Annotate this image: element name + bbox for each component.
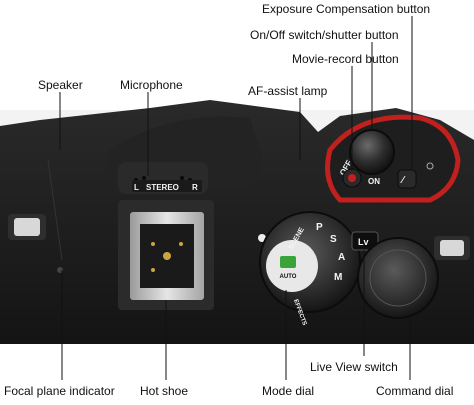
label-exposure-compensation: Exposure Compensation button xyxy=(262,2,431,16)
exposure-compensation-icon: ∕ xyxy=(400,175,406,186)
mode-m-marking: M xyxy=(334,272,342,283)
label-command-dial: Command dial xyxy=(376,384,454,398)
lv-marking: Lv xyxy=(358,237,369,247)
auto-mode-icon xyxy=(280,256,296,268)
label-mode-dial: Mode dial xyxy=(262,384,315,398)
stereo-marking: STEREO xyxy=(146,183,179,192)
label-speaker: Speaker xyxy=(38,78,83,92)
label-hot-shoe: Hot shoe xyxy=(140,384,189,398)
label-live-view-switch: Live View switch xyxy=(310,360,398,374)
live-view-switch[interactable] xyxy=(351,231,379,251)
speaker-grille xyxy=(47,159,63,261)
strap-lug-ring-left xyxy=(14,218,40,236)
shutter-button[interactable] xyxy=(349,129,395,175)
mic-left-marking: L xyxy=(134,183,139,192)
label-movie-record: Movie-record button xyxy=(292,52,399,66)
movie-record-dot xyxy=(348,174,356,182)
mode-p-marking: P xyxy=(316,222,323,233)
on-marking: ON xyxy=(368,177,380,186)
strap-lug-ring-right xyxy=(440,240,464,256)
stereo-label-plate xyxy=(132,180,202,192)
hot-shoe-contacts xyxy=(151,242,183,272)
label-microphone: Microphone xyxy=(120,78,183,92)
mic-right-marking: R xyxy=(192,183,198,192)
label-af-assist-lamp: AF-assist lamp xyxy=(248,84,328,98)
mode-a-marking: A xyxy=(338,252,345,263)
label-onoff-shutter: On/Off switch/shutter button xyxy=(250,28,399,42)
mode-s-marking: S xyxy=(330,234,337,245)
command-dial-ridges xyxy=(369,249,427,307)
leader-lines xyxy=(59,16,413,380)
label-focal-plane-indicator: Focal plane indicator xyxy=(4,384,115,398)
settings-icon xyxy=(426,162,434,170)
mode-auto-marking: AUTO xyxy=(280,274,297,280)
exposure-compensation-button[interactable] xyxy=(397,169,417,189)
